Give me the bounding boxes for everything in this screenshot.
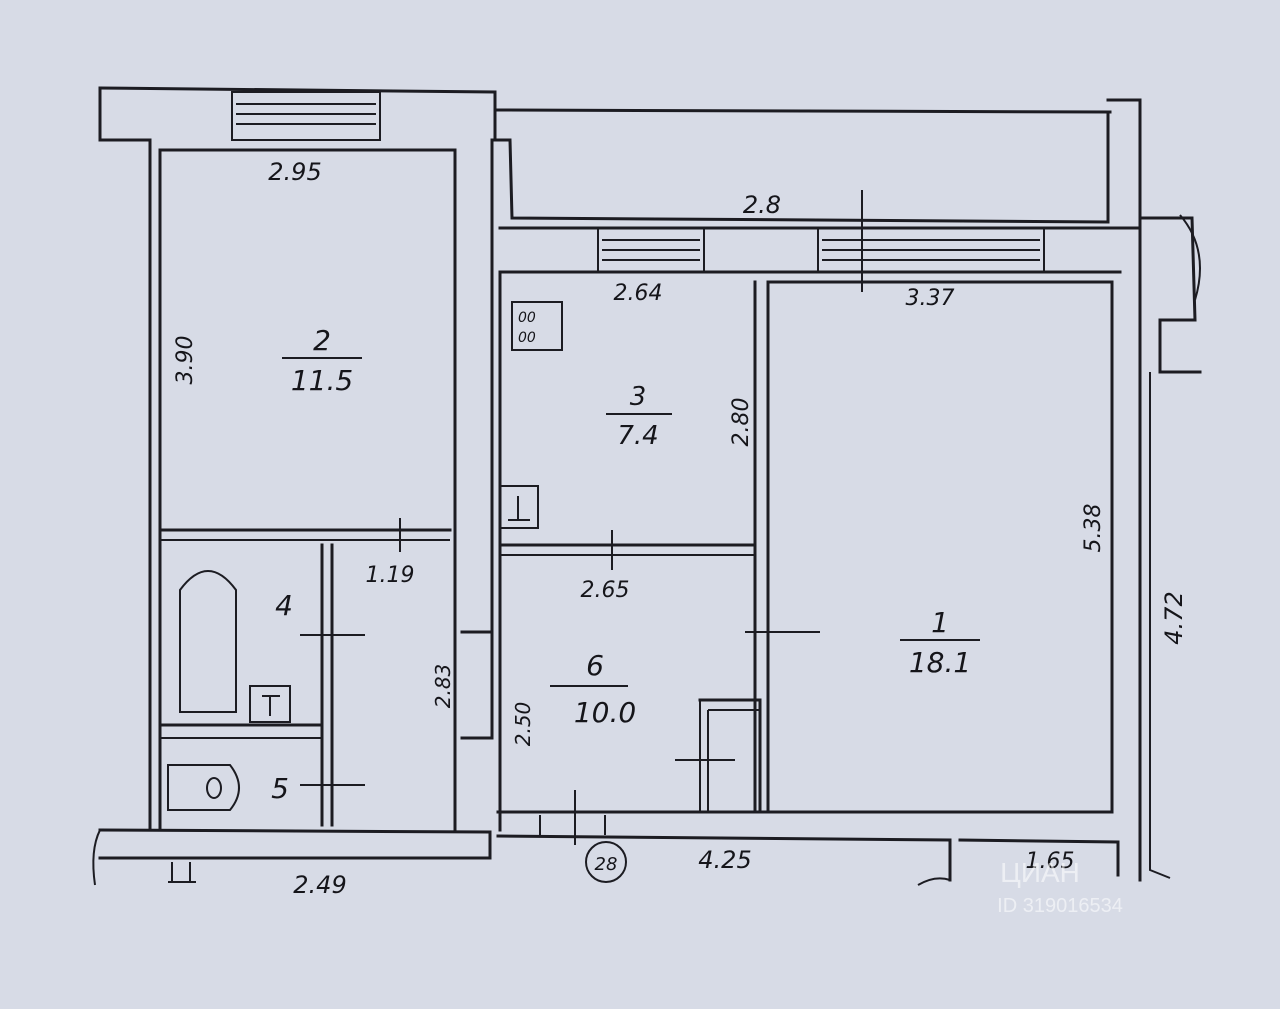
room-1-number: 1: [931, 606, 949, 639]
room-labels: 2 11.5 3 7.4 1 18.1 6 10.0 4 5: [271, 324, 980, 805]
room-3-area: 7.4: [617, 421, 658, 451]
window-room1: [817, 227, 1045, 273]
stove-icon: 00 00: [511, 301, 563, 351]
svg-text:00: 00: [518, 310, 536, 326]
wall-bottom-left: [98, 828, 492, 860]
svg-text:00: 00: [518, 330, 536, 346]
dim-bath-length: 2.83: [431, 664, 455, 709]
wall-room2: [158, 148, 457, 832]
room-6-number: 6: [586, 649, 604, 682]
entry-door: [460, 630, 494, 740]
apartment-number-badge: 28: [585, 841, 627, 883]
dim-hall-width: 2.65: [581, 578, 630, 603]
dim-corridor-short: 1.19: [366, 563, 415, 588]
dim-balcony: 2.8: [743, 191, 781, 219]
dim-bottom-right: 1.65: [1026, 849, 1075, 874]
bathtub-icon: [179, 570, 237, 713]
sink-icon: [499, 485, 539, 529]
window-room2: [231, 91, 381, 141]
dim-outer-right: 4.72: [1160, 591, 1188, 644]
wall-right-outer: [1106, 98, 1142, 882]
toilet-icon: [167, 764, 240, 811]
watermark: ЦИАН ID 319016534: [997, 857, 1123, 917]
dim-room2-length: 3.90: [173, 336, 198, 385]
entrance-mark-icon: [168, 862, 196, 883]
dimension-labels: 2.95 2.8 2.64 3.37 1.19 2.65 2.49 4.25 1…: [173, 158, 1188, 899]
apartment-number: 28: [595, 854, 618, 875]
room-2-number: 2: [313, 324, 331, 357]
windows: [231, 91, 1045, 273]
dim-hall-length: 2.50: [511, 702, 535, 747]
window-kitchen: [597, 227, 705, 273]
dim-room2-width: 2.95: [268, 158, 321, 186]
dim-bottom-mid: 4.25: [698, 846, 751, 874]
room-4-number: 4: [275, 589, 293, 622]
fixtures: 00 00: [167, 301, 563, 811]
dim-room1-length: 5.38: [1081, 504, 1106, 553]
outer-walls: [92, 86, 1202, 886]
dim-kitchen-length: 2.80: [729, 398, 754, 447]
dim-bottom-left: 2.49: [293, 871, 346, 899]
washbasin-icon: [249, 685, 291, 723]
room-3-number: 3: [630, 382, 647, 412]
room-2-area: 11.5: [291, 364, 353, 397]
room-6-area: 10.0: [574, 696, 636, 729]
dim-room1-width: 3.37: [906, 286, 955, 311]
watermark-brand: ЦИАН: [1000, 857, 1080, 888]
room-5-number: 5: [271, 772, 289, 805]
room-1-area: 18.1: [909, 646, 971, 679]
dim-kitchen-width: 2.64: [614, 281, 663, 306]
wall-balcony: [493, 110, 1110, 224]
interior-walls: [158, 138, 1114, 845]
watermark-id: ID 319016534: [997, 895, 1123, 917]
